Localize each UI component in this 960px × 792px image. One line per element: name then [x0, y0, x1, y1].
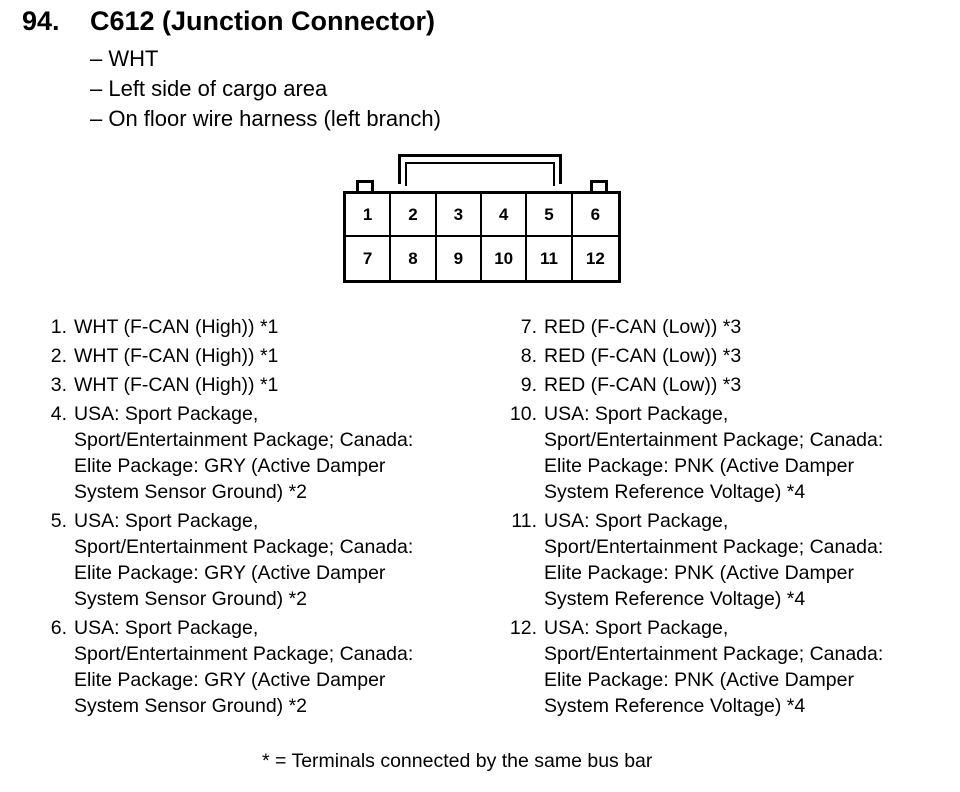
terminal-cell: 1 — [346, 194, 392, 237]
terminal-description-line: WHT (F-CAN (High)) *1 — [74, 316, 279, 338]
terminal-number: 11. — [511, 510, 537, 532]
terminal-cell: 12 — [585, 248, 605, 268]
detail-location: – Left side of cargo area — [90, 76, 328, 101]
terminal-number: 10. — [509, 403, 537, 425]
terminal-item: 1. WHT (F-CAN (High)) *1 — [30, 314, 470, 340]
terminal-description: USA: Sport Package, Sport/Entertainment P… — [74, 401, 470, 505]
terminal-description: WHT (F-CAN (High)) *1 — [74, 372, 470, 398]
terminal-number: 12. — [509, 617, 537, 639]
terminal-description-line: USA: Sport Package, — [544, 617, 729, 639]
terminal-cell: 3 — [436, 194, 482, 237]
connector-heading: 94. C612 (Junction Connector) — [22, 6, 435, 37]
terminal-cell: 7 — [346, 237, 392, 280]
terminal-description-line: Elite Package: GRY (Active Damper — [74, 562, 386, 584]
terminal-item: 5. USA: Sport Package, Sport/Entertainment… — [30, 508, 470, 612]
terminal-number: 6. — [50, 617, 67, 639]
terminal-description-line: Elite Package: PNK (Active Damper — [544, 669, 854, 691]
terminal-item: 3. WHT (F-CAN (High)) *1 — [30, 372, 470, 398]
terminal-description: RED (F-CAN (Low)) *3 — [544, 314, 940, 340]
terminal-cell: 4 — [481, 194, 528, 237]
terminal-number: 7. — [520, 316, 537, 338]
terminal-item: 11. USA: Sport Package, Sport/Entertainmen… — [500, 508, 940, 612]
terminal-description-line: WHT (F-CAN (High)) *1 — [74, 345, 279, 367]
terminal-cell: 6 — [572, 194, 618, 237]
terminal-description-line: System Sensor Ground) *2 — [74, 695, 308, 717]
connector-latch — [398, 154, 562, 184]
terminal-description-line: Sport/Entertainment Package; Canada: — [544, 536, 884, 558]
detail-harness: – On floor wire harness (left branch) — [90, 106, 441, 131]
detail-color: – WHT — [90, 46, 159, 71]
terminal-description: USA: Sport Package, Sport/Entertainment P… — [544, 615, 940, 719]
footnote: * = Terminals connected by the same bus … — [262, 750, 653, 772]
terminal-description-line: System Reference Voltage) *4 — [544, 695, 806, 717]
terminal-description-line: USA: Sport Package, — [74, 403, 259, 425]
terminal-item: 8. RED (F-CAN (Low)) *3 — [500, 343, 940, 369]
terminal-number: 9. — [520, 374, 537, 396]
section-number: 94. — [22, 6, 60, 36]
terminal-number: 5. — [50, 510, 67, 532]
connector-body: 1 2 3 4 5 6 7 8 9 10 11 12 — [343, 191, 621, 283]
terminal-list-left: 1. WHT (F-CAN (High)) *1 2. WHT (F-CAN (Hig… — [30, 314, 470, 722]
terminal-list-right: 7. RED (F-CAN (Low)) *3 8. RED (F-CAN (Low)… — [500, 314, 940, 722]
terminal-item: 10. USA: Sport Package, Sport/Entertainmen… — [500, 401, 940, 505]
terminal-description: USA: Sport Package, Sport/Entertainment P… — [544, 508, 940, 612]
connector-details: – WHT – Left side of cargo area – On flo… — [90, 44, 441, 134]
terminal-description-line: Sport/Entertainment Package; Canada: — [544, 643, 884, 665]
terminal-description-line: System Reference Voltage) *4 — [544, 481, 806, 503]
connector-tab-right — [590, 180, 608, 194]
terminal-description: RED (F-CAN (Low)) *3 — [544, 343, 940, 369]
terminal-description: WHT (F-CAN (High)) *1 — [74, 343, 470, 369]
terminal-description-line: USA: Sport Package, — [544, 510, 729, 532]
terminal-cell: 10 — [482, 237, 528, 280]
connector-tab-left — [356, 180, 374, 194]
terminal-cell: 5 — [527, 194, 573, 237]
terminal-item: 12. USA: Sport Package, Sport/Entertainmen… — [500, 615, 940, 719]
terminal-number: 4. — [50, 403, 67, 425]
terminal-description: WHT (F-CAN (High)) *1 — [74, 314, 470, 340]
terminal-description-line: Sport/Entertainment Package; Canada: — [74, 429, 414, 451]
terminal-description-line: Sport/Entertainment Package; Canada: — [74, 536, 414, 558]
terminal-item: 2. WHT (F-CAN (High)) *1 — [30, 343, 470, 369]
terminal-description-line: Elite Package: PNK (Active Damper — [544, 562, 854, 584]
terminal-description-line: RED (F-CAN (Low)) *3 — [544, 316, 742, 338]
terminal-description: USA: Sport Package, Sport/Entertainment P… — [74, 508, 470, 612]
terminal-description-line: Elite Package: GRY (Active Damper — [74, 455, 386, 477]
terminal-description-line: WHT (F-CAN (High)) *1 — [74, 374, 279, 396]
terminal-cell: 2 — [391, 194, 437, 237]
terminal-item: 6. USA: Sport Package, Sport/Entertainment… — [30, 615, 470, 719]
connector-title: C612 (Junction Connector) — [90, 6, 436, 36]
terminal-description-line: USA: Sport Package, — [544, 403, 729, 425]
terminal-cell: 8 — [391, 237, 437, 280]
terminal-description-line: System Reference Voltage) *4 — [544, 588, 806, 610]
terminal-description-line: Elite Package: PNK (Active Damper — [544, 455, 854, 477]
terminal-item: 4. USA: Sport Package, Sport/Entertainment… — [30, 401, 470, 505]
terminal-number: 3. — [50, 374, 67, 396]
terminal-item: 9. RED (F-CAN (Low)) *3 — [500, 372, 940, 398]
terminal-number: 2. — [50, 345, 67, 367]
terminal-description-line: RED (F-CAN (Low)) *3 — [544, 345, 742, 367]
terminal-description-line: USA: Sport Package, — [74, 510, 259, 532]
terminal-description: USA: Sport Package, Sport/Entertainment P… — [74, 615, 470, 719]
terminal-cell: 11 — [527, 237, 573, 280]
terminal-description-line: Elite Package: GRY (Active Damper — [74, 669, 386, 691]
terminal-cell: 9 — [437, 237, 482, 280]
terminal-number: 1. — [50, 316, 67, 338]
terminal-number: 8. — [520, 345, 537, 367]
terminal-item: 7. RED (F-CAN (Low)) *3 — [500, 314, 940, 340]
terminal-description-line: Sport/Entertainment Package; Canada: — [544, 429, 884, 451]
terminal-description-line: RED (F-CAN (Low)) *3 — [544, 374, 742, 396]
connector-latch-inner — [405, 162, 555, 186]
terminal-description-line: Sport/Entertainment Package; Canada: — [74, 643, 414, 665]
terminal-description-line: USA: Sport Package, — [74, 617, 259, 639]
terminal-description-line: System Sensor Ground) *2 — [74, 481, 308, 503]
terminal-description: USA: Sport Package, Sport/Entertainment P… — [544, 401, 940, 505]
terminal-description-line: System Sensor Ground) *2 — [74, 588, 308, 610]
terminal-description: RED (F-CAN (Low)) *3 — [544, 372, 940, 398]
